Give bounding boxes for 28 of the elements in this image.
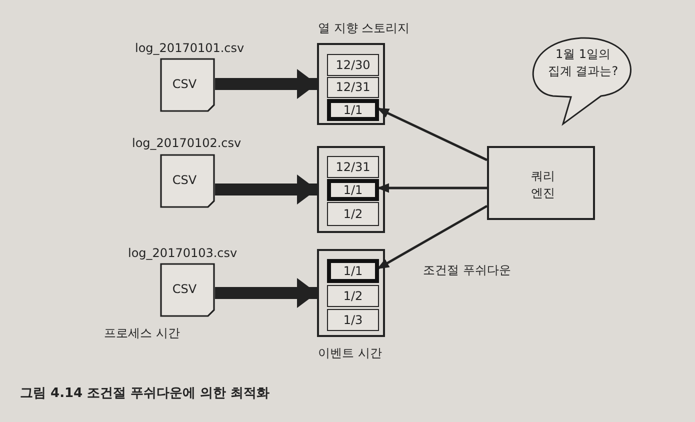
- date-cell: 12/30: [327, 54, 379, 76]
- file-name: log_20170101.csv: [135, 41, 244, 55]
- arrow: [215, 69, 317, 99]
- note-text: 조건절 푸쉬다운: [423, 262, 511, 279]
- file-name: log_20170102.csv: [132, 136, 242, 150]
- csv-file-icon: CSV: [160, 58, 215, 112]
- date-cell: 1/2: [327, 285, 379, 307]
- file-name: log_20170103.csv: [128, 246, 238, 260]
- storage-box: [317, 146, 385, 233]
- date-cell: 1/1: [327, 179, 379, 201]
- column-label: 프로세스 시간: [104, 325, 180, 342]
- process-box: 쿼리 엔진: [487, 146, 595, 220]
- column-label: 열 지향 스토리지: [318, 20, 410, 37]
- storage-box: [317, 249, 385, 337]
- arrow: [377, 183, 487, 193]
- date-cell: 1/2: [327, 202, 379, 226]
- arrow: [215, 278, 317, 308]
- caption: 그림 4.14 조건절 푸쉬다운에 의한 최적화: [20, 385, 270, 402]
- date-cell: 1/1: [327, 99, 379, 121]
- column-label: 이벤트 시간: [318, 345, 382, 362]
- date-cell: 1/1: [327, 259, 379, 283]
- date-cell: 12/31: [327, 77, 379, 98]
- date-cell: 12/31: [327, 156, 379, 178]
- csv-file-icon: CSV: [160, 154, 215, 208]
- csv-file-icon: CSV: [160, 263, 215, 317]
- storage-box: [317, 43, 385, 125]
- date-cell: 1/3: [327, 309, 379, 331]
- arrow: [215, 174, 317, 204]
